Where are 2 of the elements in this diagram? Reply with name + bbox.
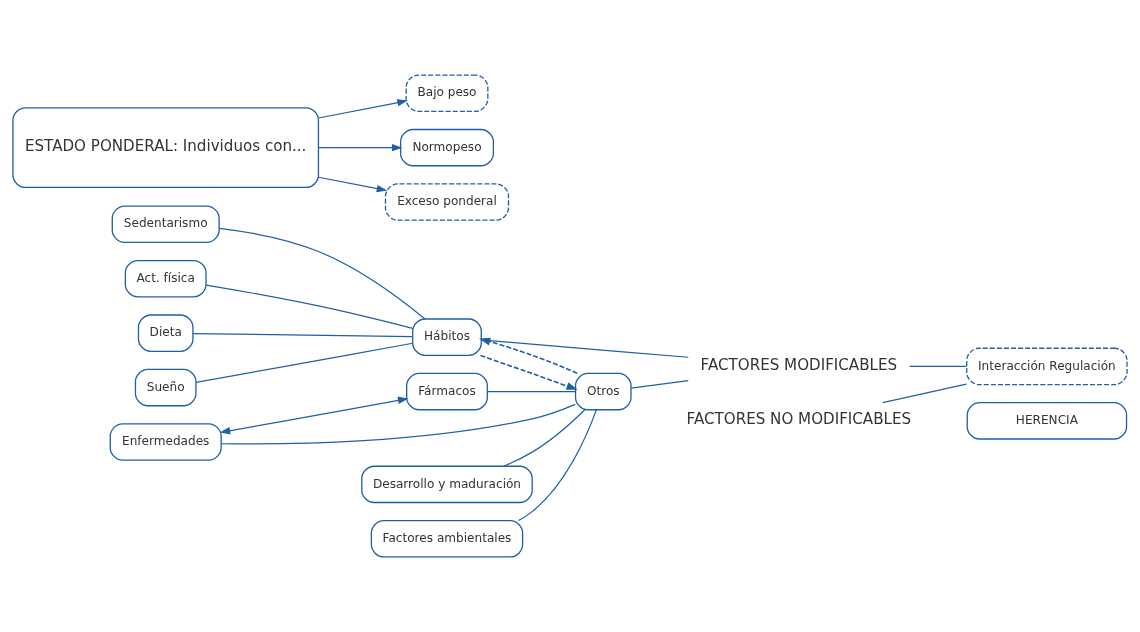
node-text: FACTORES MODIFICABLES	[700, 355, 898, 374]
node-text: FACTORES NO MODIFICABLES	[686, 410, 912, 429]
